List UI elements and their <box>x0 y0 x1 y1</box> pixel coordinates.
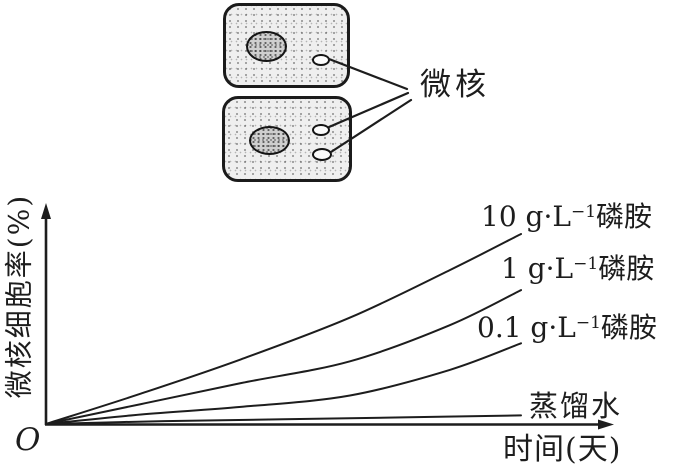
curve-label-phosphamidon-1-exponent: −1 <box>573 254 599 274</box>
curve-phosphamidon-10 <box>45 233 522 425</box>
chart-curves <box>45 233 522 425</box>
curve-label-phosphamidon-10-value: 10 g·L <box>481 200 571 233</box>
y-axis-arrow-icon <box>41 203 51 219</box>
curve-label-phosphamidon-0.1-substance: 磷胺 <box>600 311 657 344</box>
curve-label-phosphamidon-10: 10 g·L−1磷胺 <box>481 201 652 232</box>
curve-label-distilled-water: 蒸馏水 <box>529 389 623 423</box>
cell-2 <box>222 96 352 182</box>
x-axis-label: 时间(天) <box>503 432 622 467</box>
curve-label-phosphamidon-0.1-value: 0.1 g·L <box>477 311 576 344</box>
curve-label-phosphamidon-1: 1 g·L−1磷胺 <box>501 253 654 284</box>
cell-1-nucleus <box>246 31 287 62</box>
cell-1-micronucleus <box>312 54 330 66</box>
curve-label-phosphamidon-10-exponent: −1 <box>570 202 597 222</box>
curve-label-phosphamidon-1-substance: 磷胺 <box>598 252 655 285</box>
y-axis-label: 微核细胞率(%) <box>2 193 36 399</box>
cell-2-micronucleus-2 <box>312 148 332 161</box>
cell-1 <box>223 3 350 88</box>
cell-2-micronucleus-1 <box>312 124 330 136</box>
curve-phosphamidon-1 <box>45 289 522 425</box>
curve-label-phosphamidon-0.1-exponent: −1 <box>575 313 601 333</box>
curve-label-phosphamidon-1-value: 1 g·L <box>501 252 574 285</box>
curve-phosphamidon-0.1 <box>45 342 522 425</box>
origin-label: O <box>15 422 41 458</box>
curve-label-phosphamidon-0.1: 0.1 g·L−1磷胺 <box>477 312 657 343</box>
curve-distilled-water <box>45 414 522 425</box>
curve-label-phosphamidon-10-substance: 磷胺 <box>596 200 653 233</box>
cell-2-nucleus <box>249 126 290 155</box>
micronucleus-label: 微核 <box>420 67 490 103</box>
